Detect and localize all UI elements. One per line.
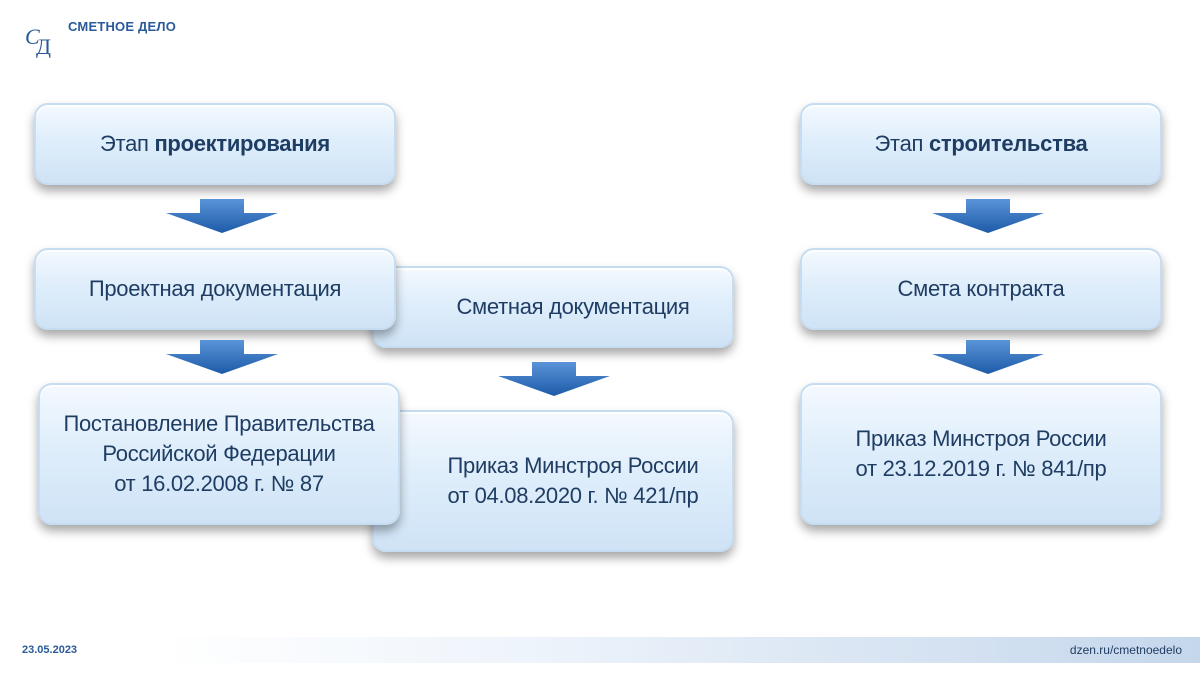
arrow-down-icon bbox=[932, 340, 1044, 374]
project-docs-label: Проектная документация bbox=[88, 276, 342, 302]
decree-87-box: Постановление Правительства Российской Ф… bbox=[38, 383, 400, 525]
footer-bar bbox=[160, 637, 1200, 663]
construction-stage-box: Этап строительства bbox=[800, 103, 1162, 185]
construction-stage-title: Этап строительства bbox=[874, 131, 1088, 157]
order-421-text: Приказ Минстроя России от 04.08.2020 г. … bbox=[447, 453, 699, 508]
estimate-docs-box: Сметная документация bbox=[372, 266, 734, 348]
logo-icon: С Д bbox=[25, 24, 51, 58]
arrow-down-icon bbox=[166, 199, 278, 233]
svg-text:Д: Д bbox=[36, 34, 51, 58]
design-stage-box: Этап проектирования bbox=[34, 103, 396, 185]
order-841-text: Приказ Минстроя России от 23.12.2019 г. … bbox=[855, 426, 1107, 481]
estimate-docs-label: Сметная документация bbox=[456, 294, 690, 320]
svg-text:С: С bbox=[25, 24, 40, 49]
order-421-box: Приказ Минстроя России от 04.08.2020 г. … bbox=[372, 410, 734, 552]
footer-link[interactable]: dzen.ru/cmetnoedelo bbox=[1069, 643, 1182, 657]
project-docs-box: Проектная документация bbox=[34, 248, 396, 330]
arrow-down-icon bbox=[932, 199, 1044, 233]
brand-name: СМЕТНОЕ ДЕЛО bbox=[68, 19, 177, 34]
arrow-down-icon bbox=[498, 362, 610, 396]
contract-estimate-box: Смета контракта bbox=[800, 248, 1162, 330]
design-stage-title: Этап проектирования bbox=[100, 131, 330, 157]
order-841-box: Приказ Минстроя России от 23.12.2019 г. … bbox=[800, 383, 1162, 525]
decree-87-text: Постановление Правительства Российской Ф… bbox=[63, 411, 375, 496]
footer-date: 23.05.2023 bbox=[22, 644, 78, 656]
contract-estimate-label: Смета контракта bbox=[897, 276, 1065, 302]
arrow-down-icon bbox=[166, 340, 278, 374]
